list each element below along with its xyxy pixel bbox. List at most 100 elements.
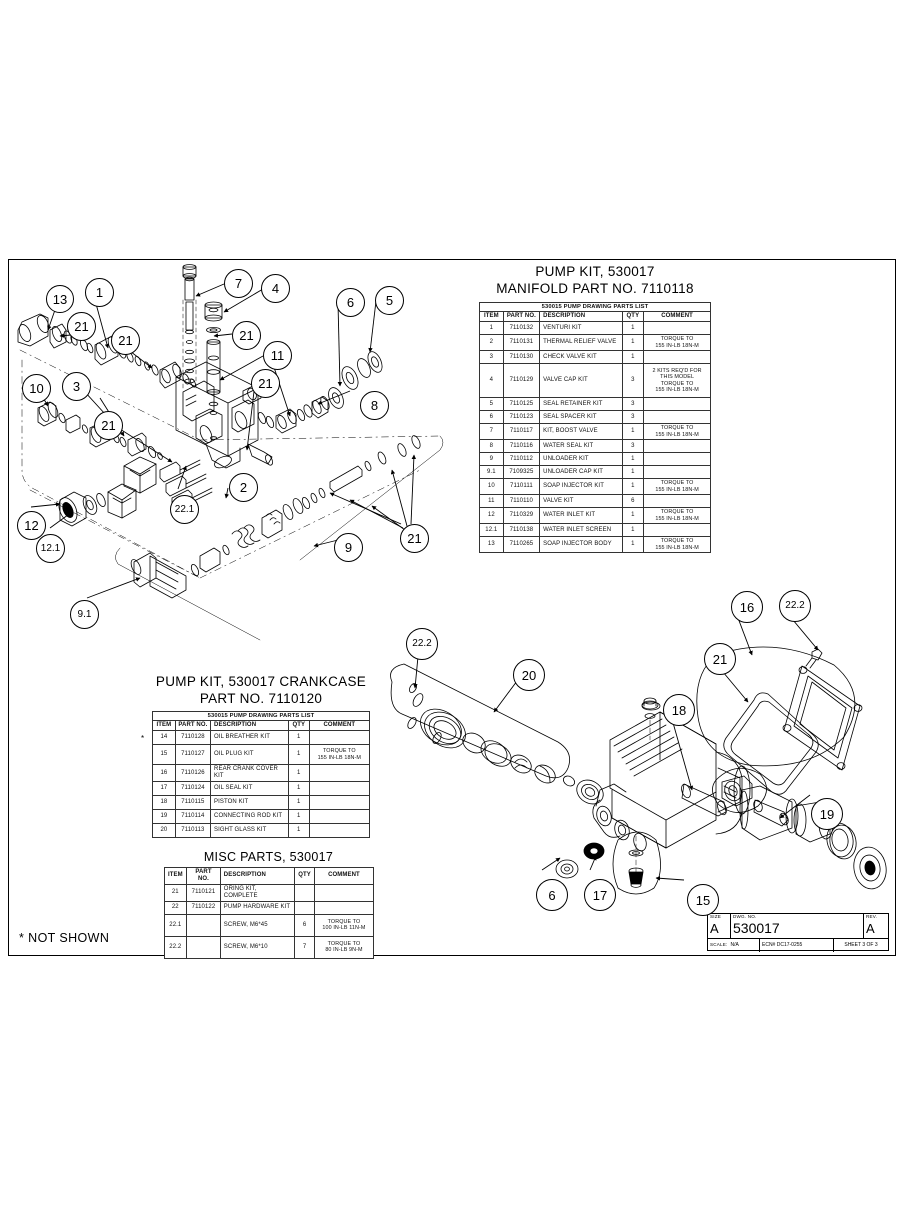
scale-value: N/A	[730, 942, 739, 948]
callout-balloon-12[interactable]: 12	[17, 511, 46, 540]
callout-balloon-18[interactable]: 18	[663, 694, 695, 726]
not-shown-asterisk: *	[141, 734, 145, 743]
size-value: A	[710, 920, 719, 936]
ecn-value: ECN# DC17-0255	[762, 942, 803, 948]
cell-description: SCREW, M6*10	[219, 935, 295, 959]
callout-balloon-label: 18	[671, 702, 687, 718]
callout-balloon-label: 21	[118, 333, 133, 348]
callout-balloon-label: 9	[344, 540, 353, 555]
scale-label: SCALE:	[710, 942, 728, 948]
callout-balloon-21[interactable]: 21	[704, 643, 736, 675]
callout-balloon-label: 6	[346, 295, 355, 310]
callout-balloon-10[interactable]: 10	[22, 374, 51, 403]
callout-balloon-12-1[interactable]: 12.1	[36, 534, 65, 563]
callout-balloon-7[interactable]: 7	[224, 269, 253, 298]
callout-balloon-label: 17	[592, 887, 608, 903]
callout-balloon-21[interactable]: 21	[67, 312, 96, 341]
callout-balloon-label: 13	[52, 291, 68, 307]
callout-balloon-label: 2	[239, 480, 248, 495]
dwg-no-value: 530017	[733, 919, 780, 936]
crankcase-parts-block: PUMP KIT, 530017 CRANKCASE PART NO. 7110…	[141, 673, 381, 838]
callout-balloon-label: 9.1	[77, 608, 92, 620]
title-block-size-cell: SIZE A	[708, 914, 731, 938]
cell-description: OIL PLUG KIT	[210, 744, 289, 766]
callout-balloon-label: 21	[239, 328, 254, 343]
callout-balloon-2[interactable]: 2	[229, 473, 258, 502]
misc-title: MISC PARTS, 530017	[203, 850, 334, 864]
cell-part-no: 7110129	[502, 363, 541, 399]
callout-balloon-21[interactable]: 21	[400, 524, 429, 553]
callout-balloon-label: 21	[101, 418, 116, 433]
callout-balloon-8[interactable]: 8	[360, 391, 389, 420]
callout-balloon-label: 22.1	[174, 503, 195, 515]
title-block-scale-cell: SCALE: N/A	[708, 939, 760, 952]
crankcase-title: PUMP KIT, 530017 CRANKCASE PART NO. 7110…	[155, 674, 367, 707]
callout-balloon-22-2[interactable]: 22.2	[779, 590, 811, 622]
dwg-no-label: DWG. NO.	[733, 914, 757, 919]
callout-balloon-label: 20	[521, 667, 537, 683]
callout-balloon-11[interactable]: 11	[263, 341, 292, 370]
cell-description: ORING KIT, COMPLETE	[219, 883, 295, 902]
callout-balloon-20[interactable]: 20	[513, 659, 545, 691]
cell-part-no: 7110113	[174, 822, 212, 838]
callout-balloon-21[interactable]: 21	[94, 411, 123, 440]
title-block-ecn-cell: ECN# DC17-0255	[760, 939, 834, 952]
cell-comment	[308, 822, 371, 838]
callout-balloon-label: 21	[407, 531, 422, 546]
callout-balloon-21[interactable]: 21	[111, 326, 140, 355]
callout-balloon-label: 21	[712, 651, 728, 667]
callout-balloon-label: 1	[95, 285, 104, 300]
callout-balloon-19[interactable]: 19	[811, 798, 843, 830]
callout-balloon-label: 6	[548, 887, 556, 903]
callout-balloon-22-1[interactable]: 22.1	[170, 495, 199, 524]
callout-balloon-label: 15	[695, 892, 711, 908]
callout-balloon-21[interactable]: 21	[251, 369, 280, 398]
callout-balloon-9-1[interactable]: 9.1	[70, 600, 99, 629]
callout-balloon-16[interactable]: 16	[731, 591, 763, 623]
callout-balloon-label: 16	[739, 599, 755, 615]
manifold-parts-block: PUMP KIT, 530017 MANIFOLD PART NO. 71101…	[471, 263, 719, 554]
callout-balloon-label: 22.2	[412, 638, 432, 649]
callout-balloon-label: 21	[74, 319, 89, 334]
callout-balloon-6[interactable]: 6	[536, 879, 568, 911]
callout-balloon-15[interactable]: 15	[687, 884, 719, 916]
callout-balloon-13[interactable]: 13	[46, 285, 74, 313]
callout-balloon-17[interactable]: 17	[584, 879, 616, 911]
callout-balloon-label: 8	[370, 398, 379, 413]
callout-balloon-21[interactable]: 21	[232, 321, 261, 350]
title-block-sheet-cell: SHEET 3 OF 3	[834, 939, 888, 952]
cell-item: 20	[152, 822, 176, 838]
sheet-value: SHEET 3 OF 3	[844, 942, 878, 948]
callout-balloon-4[interactable]: 4	[261, 274, 290, 303]
title-block-dwg-cell: DWG. NO. 530017	[731, 914, 864, 938]
cell-part-no: 7110265	[502, 536, 541, 554]
title-block: SIZE A DWG. NO. 530017 REV. A SCALE: N/A…	[707, 913, 889, 952]
callout-balloon-6[interactable]: 6	[336, 288, 365, 317]
callout-balloon-1[interactable]: 1	[85, 278, 114, 307]
callout-balloon-22-2[interactable]: 22.2	[406, 628, 438, 660]
callout-balloon-label: 12.1	[40, 542, 61, 554]
cell-description: SOAP INJECTOR BODY	[539, 536, 623, 554]
callout-balloon-3[interactable]: 3	[62, 372, 91, 401]
callout-balloon-5[interactable]: 5	[375, 286, 404, 315]
callout-balloon-9[interactable]: 9	[334, 533, 363, 562]
